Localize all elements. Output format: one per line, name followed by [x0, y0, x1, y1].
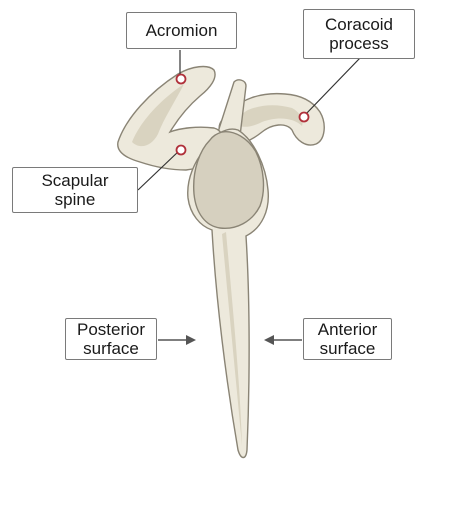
anterior-surface-label-text: Anterior surface — [317, 320, 378, 358]
acromion-label-text: Acromion — [145, 21, 218, 40]
anterior-arrow-head — [264, 335, 274, 345]
coracoid-process-label: Coracoid process — [303, 9, 415, 59]
scapular-spine-leader-line — [137, 149, 181, 191]
acromion-marker — [175, 73, 187, 85]
posterior-surface-label-text: Posterior surface — [76, 320, 146, 358]
scapular-spine-label: Scapular spine — [12, 167, 138, 213]
glenoid-cavity-shape — [193, 131, 265, 229]
coracoid-shading — [239, 105, 303, 127]
scapular-spine-label-text: Scapular spine — [41, 171, 109, 209]
coracoid-leader-line — [303, 57, 361, 117]
blade-shading — [222, 232, 242, 446]
scapular-spine-marker — [175, 144, 187, 156]
acromion-shading — [132, 84, 184, 147]
posterior-surface-label: Posterior surface — [65, 318, 157, 360]
acromion-label: Acromion — [126, 12, 237, 49]
coracoid-process-label-text: Coracoid process — [324, 15, 394, 53]
superior-spike-shape — [217, 79, 247, 137]
posterior-arrow-head — [186, 335, 196, 345]
coracoid-marker — [298, 111, 310, 123]
anterior-surface-label: Anterior surface — [303, 318, 392, 360]
